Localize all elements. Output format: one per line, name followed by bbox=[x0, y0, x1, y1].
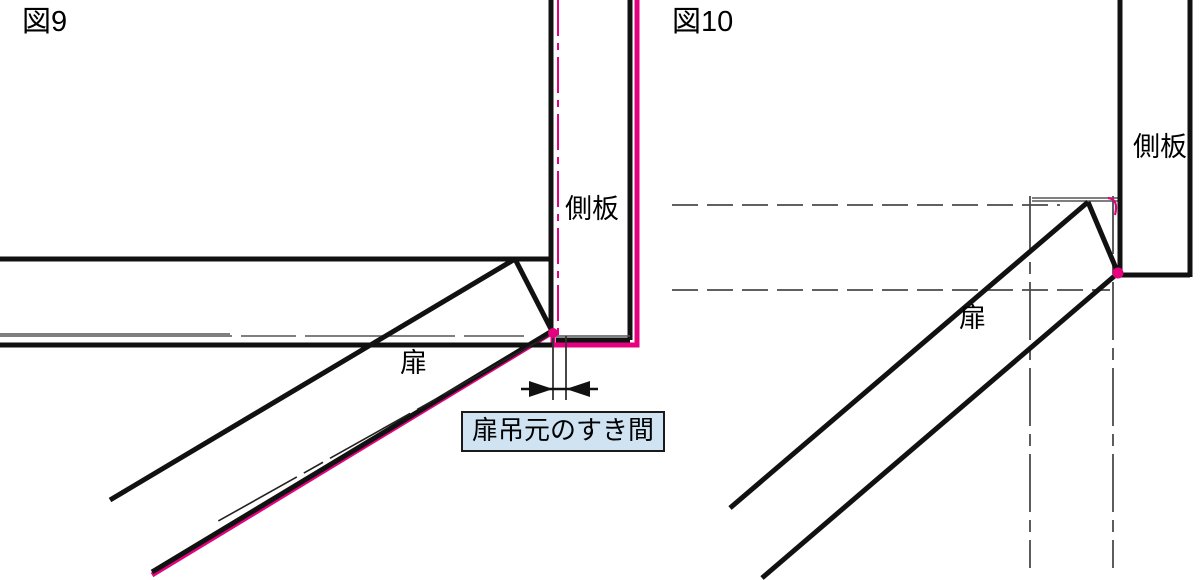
fig9-gap-highlight bbox=[150, 0, 640, 578]
fig10-magenta-accents bbox=[1107, 196, 1118, 216]
fig10-side-panel bbox=[1117, 0, 1193, 278]
fig9-carcass-lines bbox=[0, 256, 553, 348]
figure-10-side-panel-label: 側板 bbox=[1133, 132, 1187, 162]
fig10-hairlines bbox=[1032, 197, 1118, 202]
fig9-magenta-guidelines bbox=[557, 0, 638, 336]
fig9-hinge-pivot-marker bbox=[548, 328, 558, 338]
fig10-hinge-pivot-marker bbox=[1112, 267, 1124, 279]
fig9-gap-highlight-panel bbox=[553, 0, 640, 348]
fig10-door-bevel bbox=[1085, 201, 1121, 274]
fig10-reference-lines bbox=[672, 204, 1110, 291]
figure-10-title: 図10 bbox=[672, 6, 734, 38]
fig10-door-back-face bbox=[728, 200, 1090, 510]
fig9-hairlines bbox=[0, 333, 630, 337]
fig9-door-back-face bbox=[108, 256, 517, 503]
fig10-construction-lines bbox=[1029, 196, 1114, 568]
fig9-dimension-arrow-left-icon bbox=[529, 381, 553, 397]
figure-9-title: 図9 bbox=[22, 6, 68, 38]
fig9-side-panel bbox=[548, 0, 633, 343]
fig9-door-centre-axis bbox=[130, 335, 549, 571]
fig10-door bbox=[728, 200, 1121, 580]
figure-9-side-panel-label: 側板 bbox=[565, 194, 619, 224]
figure-10-drawing bbox=[672, 0, 1193, 580]
hinge-gap-callout: 扉吊元のすき間 bbox=[461, 411, 666, 452]
figure-9-door-label: 扉 bbox=[400, 348, 427, 378]
figure-9-drawing bbox=[0, 0, 640, 578]
fig9-dimension-arrow-right-icon bbox=[566, 381, 590, 397]
fig9-gap-dimension bbox=[521, 336, 598, 400]
fig10-door-front-face bbox=[760, 271, 1120, 580]
fig9-door-bevel bbox=[512, 257, 555, 333]
figure-10-door-label: 扉 bbox=[959, 303, 986, 333]
fig10-magenta-corner-arc bbox=[1107, 196, 1118, 216]
